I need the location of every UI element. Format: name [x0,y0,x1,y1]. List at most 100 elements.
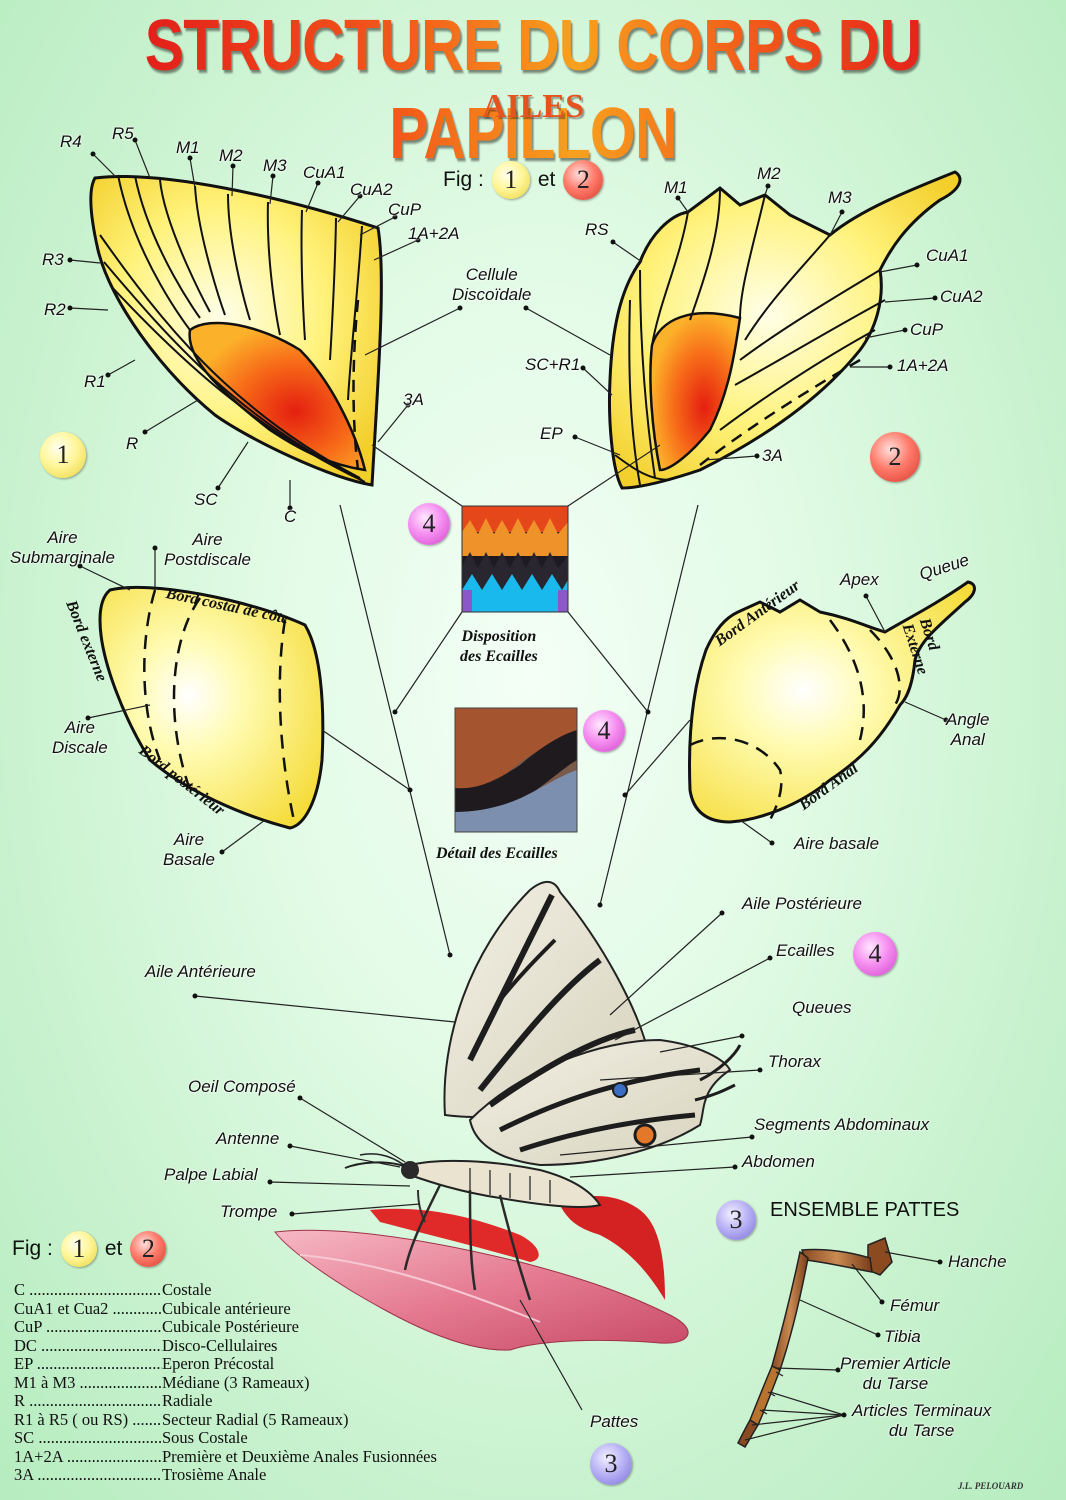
poster-subtitle: AILES [481,88,585,125]
badge-fig-1: 1 [491,161,530,199]
author-credit: J.L. PELOUARD [958,1481,1024,1491]
hindwing-areas [688,580,976,824]
legend-row: M1 à M3Médiane (3 Rameaux) [14,1372,437,1393]
butterfly-illustration [274,881,742,1351]
legend-meaning: Première et Deuxième Anales Fusionnées [162,1446,437,1466]
label-m2: M2 [219,146,243,165]
fig-header-top: Fig : 1 et 2 [443,160,604,200]
fig-header-legend: Fig : 1 et 2 [12,1231,167,1267]
fig-prefix: Fig : [443,168,484,191]
label-pattes: Pattes [590,1412,639,1431]
legend-row: R1 à R5 ( ou RS)Secteur Radial (5 Rameau… [14,1409,437,1430]
legend-meaning: Eperon Précostal [162,1354,275,1373]
legend-abbrev: 3A [14,1466,162,1485]
label-r5: R5 [112,124,134,143]
label-cua2: CuA2 [350,180,393,199]
label-ep: EP [540,424,563,443]
badge-4-detail: 4 [583,710,625,752]
label-m3: M3 [263,156,287,175]
label-antenne: Antenne [216,1129,280,1148]
label-cellule-discoidale: Cellule Discoïdale [452,265,532,304]
badge-1: 1 [40,432,86,478]
legend-abbrev: M1 à M3 [14,1374,162,1393]
label-r4: R4 [60,132,82,151]
forewing-areas [98,585,325,830]
label-aile-posterieure: Aile Postérieure [742,894,863,913]
badge-3-pattes: 3 [590,1443,632,1485]
legend-abbrev: R [14,1392,162,1411]
legend-abbrev: CuP [14,1318,162,1337]
label-rs: RS [585,220,609,239]
label-aile-anterieure: Aile Antérieure [145,962,256,981]
legend-abbrev: R1 à R5 ( ou RS) [14,1411,162,1430]
label-aire-basale-hind: Aire basale [794,834,880,853]
legend-meaning: Cubicale antérieure [162,1298,291,1318]
badge-4-disposition: 4 [408,503,450,545]
legend-meaning: Trosième Anale [162,1465,267,1484]
legend-fig-prefix: Fig : [12,1237,53,1260]
legend-abbrev: 1A+2A [14,1448,162,1467]
fig2-hindwing [608,170,962,490]
scale-disposition-image [461,505,569,613]
legend-meaning: Radiale [162,1391,213,1410]
legend-row: 1A+2APremière et Deuxième Anales Fusionn… [14,1446,437,1467]
label-cup: CuP [388,200,422,219]
abbreviation-legend: CCostaleCuA1 et Cua2Cubicale antérieureC… [14,1280,437,1485]
legend-row: DCDisco-Cellulaires [14,1336,437,1356]
leader-dots [67,137,949,1418]
label-disposition-ecailles: Disposition des Ecailles [460,628,538,665]
label-apex: Apex [840,570,879,589]
legend-row: CCostale [14,1280,437,1300]
legend-badge-1: 1 [60,1231,97,1267]
label-angle-anal: Angle Anal [946,710,990,749]
badge-4-ecailles: 4 [853,932,897,976]
label-r1: R1 [84,372,106,391]
label-r: R [126,434,139,453]
legend-meaning: Médiane (3 Rameaux) [162,1372,310,1392]
badge-fig-2: 2 [563,160,604,200]
leg-illustration [737,1236,893,1449]
legend-abbrev: DC [14,1337,162,1356]
label-cua2-fig2: CuA2 [940,287,983,306]
legend-row: 3ATrosième Anale [14,1465,437,1485]
label-r2: R2 [44,300,66,319]
legend-row: CuA1 et Cua2Cubicale antérieure [14,1298,437,1319]
label-femur: Fémur [890,1296,940,1315]
label-hanche: Hanche [948,1252,1007,1271]
legend-meaning: Secteur Radial (5 Rameaux) [162,1409,349,1429]
legend-fig-conj: et [104,1237,123,1260]
label-queues: Queues [792,998,852,1017]
label-r3: R3 [42,250,64,269]
poster-title: STRUCTURE DU CORPS DU PAPILLON [96,2,970,178]
legend-abbrev: EP [14,1355,162,1374]
badge-2: 2 [870,432,920,482]
label-c: C [284,507,297,526]
label-premier-article: Premier Article du Tarse [840,1354,951,1393]
scale-detail-image [454,707,578,833]
label-aire-discale: Aire Discale [52,718,108,757]
label-tibia: Tibia [884,1327,921,1346]
fig1-forewing [89,174,383,487]
label-thorax: Thorax [768,1052,821,1071]
legend-meaning: Costale [162,1280,212,1299]
label-detail-ecailles: Détail des Ecailles [436,845,558,862]
label-3a-fig1: 3A [403,390,424,409]
label-1a2a: 1A+2A [408,224,460,243]
legend-abbrev: SC [14,1429,162,1448]
label-m1-fig2: M1 [664,178,688,197]
label-m1: M1 [176,138,200,157]
legend-row: RRadiale [14,1391,437,1411]
label-scr1: SC+R1 [525,355,581,374]
label-abdomen: Abdomen [742,1152,815,1171]
legend-meaning: Cubicale Postérieure [162,1317,299,1336]
label-m3-fig2: M3 [828,188,852,207]
legend-row: SCSous Costale [14,1428,437,1448]
legend-row: EPEperon Précostal [14,1354,437,1374]
legend-row: CuPCubicale Postérieure [14,1317,437,1337]
label-cua1: CuA1 [303,163,346,182]
label-1a2a-fig2: 1A+2A [897,356,949,375]
legend-abbrev: CuA1 et Cua2 [14,1300,162,1319]
label-articles-terminaux: Articles Terminaux du Tarse [852,1401,992,1440]
label-3a-fig2: 3A [762,446,783,465]
